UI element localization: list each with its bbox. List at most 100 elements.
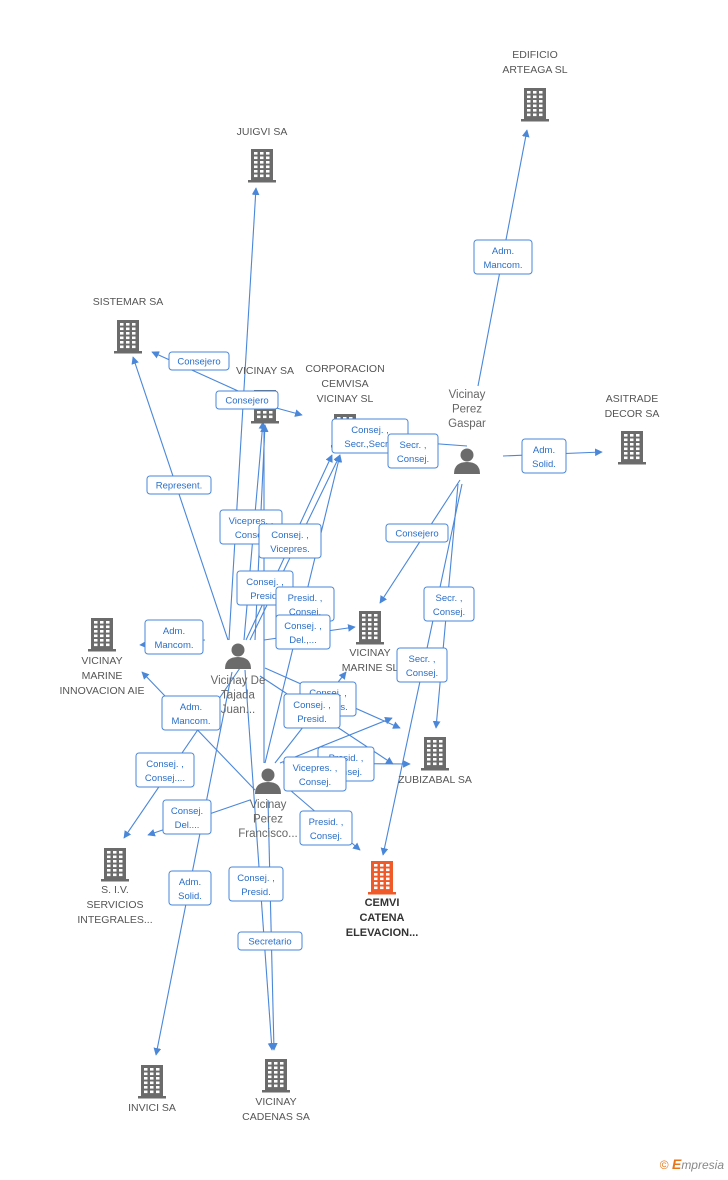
- relation-text: Consejero: [177, 357, 220, 368]
- node-vcadenas[interactable]: VICINAY CADENAS SA: [242, 1059, 310, 1123]
- node-label-corporacion: VICINAY SL: [317, 393, 374, 405]
- relation-box: [299, 810, 353, 846]
- relation-label-r2[interactable]: Consejero: [168, 351, 230, 371]
- relation-label-r22[interactable]: Vicepres. ,Consej.: [283, 756, 347, 792]
- relation-box: [283, 756, 347, 792]
- node-label-siv: SERVICIOS: [87, 899, 144, 911]
- node-label-juan: Vicinay De: [211, 675, 266, 687]
- node-francisco[interactable]: VicinayPerezFrancisco...: [238, 768, 298, 841]
- relation-text: Consej. ,: [237, 873, 275, 884]
- relation-box: [385, 523, 449, 543]
- relation-text: Consej. ,: [293, 700, 331, 711]
- brand-name[interactable]: mpresia: [681, 1158, 724, 1172]
- node-label-vmarinesl: MARINE SL: [342, 662, 399, 674]
- relation-label-r3[interactable]: Consejero: [215, 390, 279, 410]
- relation-text: Adm.: [533, 445, 555, 456]
- relation-label-r25[interactable]: Adm.Solid.: [168, 870, 212, 906]
- relation-box: [144, 619, 204, 655]
- node-label-edificio: EDIFICIO: [512, 49, 558, 61]
- building-icon: [114, 320, 142, 354]
- relation-text: Consej. ,: [271, 530, 309, 541]
- relation-label-r10[interactable]: Consejero: [385, 523, 449, 543]
- relation-text: Secr.,Secr...: [344, 439, 395, 450]
- node-sistemar[interactable]: SISTEMAR SA: [93, 296, 164, 354]
- node-label-cemvi: CATENA: [359, 912, 404, 924]
- relation-box: [228, 866, 284, 902]
- node-cemvi[interactable]: CEMVICATENAELEVACION...: [346, 861, 419, 939]
- building-icon: [356, 611, 384, 645]
- node-label-francisco: Francisco...: [238, 828, 297, 840]
- relation-text: Presid.: [241, 887, 271, 898]
- edge-8: [228, 187, 260, 641]
- node-label-sistemar: SISTEMAR SA: [93, 296, 164, 308]
- relation-label-r7[interactable]: Adm.Solid.: [521, 438, 567, 474]
- relation-text: Consej. ,: [284, 621, 322, 632]
- node-siv[interactable]: S. I.V.SERVICIOSINTEGRALES...: [77, 848, 153, 926]
- node-zubizabal[interactable]: ZUBIZABAL SA: [398, 737, 472, 786]
- relation-label-r14[interactable]: Secr. ,Consej.: [423, 586, 475, 622]
- relation-text: Consej.: [235, 530, 267, 541]
- node-label-invici: INVICI SA: [128, 1102, 176, 1114]
- relation-label-r13[interactable]: Consej. ,Del.,...: [275, 614, 331, 650]
- relation-box: [283, 693, 341, 729]
- node-invici[interactable]: INVICI SA: [128, 1065, 176, 1114]
- node-label-cemvi: ELEVACION...: [346, 927, 419, 939]
- relation-text: Mancom.: [171, 716, 210, 727]
- node-label-francisco: Perez: [253, 814, 283, 826]
- relation-label-r1[interactable]: Adm.Mancom.: [473, 239, 533, 275]
- relation-text: Secretario: [248, 937, 291, 948]
- relation-label-r6[interactable]: Secr. ,Consej.: [387, 433, 439, 469]
- relation-box: [423, 586, 475, 622]
- relation-text: Secr. ,: [409, 654, 436, 665]
- relation-label-r23[interactable]: Consej. Del....: [162, 799, 212, 835]
- relation-box: [161, 695, 221, 731]
- relation-label-r21[interactable]: Consej. ,Consej....: [135, 752, 195, 788]
- relation-label-r26[interactable]: Consej. , Presid.: [228, 866, 284, 902]
- node-label-corporacion: CORPORACION: [305, 363, 384, 375]
- relation-box: [258, 523, 322, 559]
- relation-text: Solid.: [178, 891, 202, 902]
- relation-label-r19[interactable]: Adm.Mancom.: [161, 695, 221, 731]
- relation-text: Consej.: [171, 806, 203, 817]
- node-label-vmarineinn: MARINE: [82, 670, 123, 682]
- relation-label-r9[interactable]: Consej. ,Vicepres.: [258, 523, 322, 559]
- relation-label-r16[interactable]: Secr. , Consej.: [396, 647, 448, 683]
- footer-brand: © Empresia: [660, 1156, 724, 1172]
- node-label-juan: Juan...: [221, 704, 256, 716]
- relation-label-r15[interactable]: Adm.Mancom.: [144, 619, 204, 655]
- relation-label-r24[interactable]: Presid. ,Consej.: [299, 810, 353, 846]
- relation-label-r27[interactable]: Secretario: [237, 931, 303, 951]
- relation-text: Consej.: [406, 668, 438, 679]
- node-label-vcadenas: VICINAY: [255, 1096, 296, 1108]
- relation-text: Del....: [175, 820, 200, 831]
- node-juigvi[interactable]: JUIGVI SA: [237, 126, 288, 183]
- relation-box: [215, 390, 279, 410]
- node-juan[interactable]: Vicinay DeTajadaJuan...: [211, 643, 266, 717]
- relation-label-r4[interactable]: Represent.: [146, 475, 212, 495]
- relation-text: Represent.: [156, 481, 202, 492]
- relation-label-r18[interactable]: Consej. ,Presid.: [283, 693, 341, 729]
- node-label-francisco: Vicinay: [250, 799, 287, 811]
- relation-text: Adm.: [492, 246, 514, 257]
- building-icon: [368, 861, 396, 895]
- relation-box: [146, 475, 212, 495]
- building-icon: [618, 431, 646, 465]
- relation-box: [237, 931, 303, 951]
- relation-box: [521, 438, 567, 474]
- building-icon: [421, 737, 449, 771]
- relation-text: Consejero: [225, 396, 268, 407]
- node-label-siv: INTEGRALES...: [77, 914, 152, 926]
- person-icon: [454, 448, 480, 474]
- node-label-vcadenas: CADENAS SA: [242, 1111, 310, 1123]
- node-label-asitrade: DECOR SA: [605, 408, 660, 420]
- edge-7: [131, 356, 229, 641]
- building-icon: [248, 149, 276, 183]
- edge-28: [267, 799, 278, 1051]
